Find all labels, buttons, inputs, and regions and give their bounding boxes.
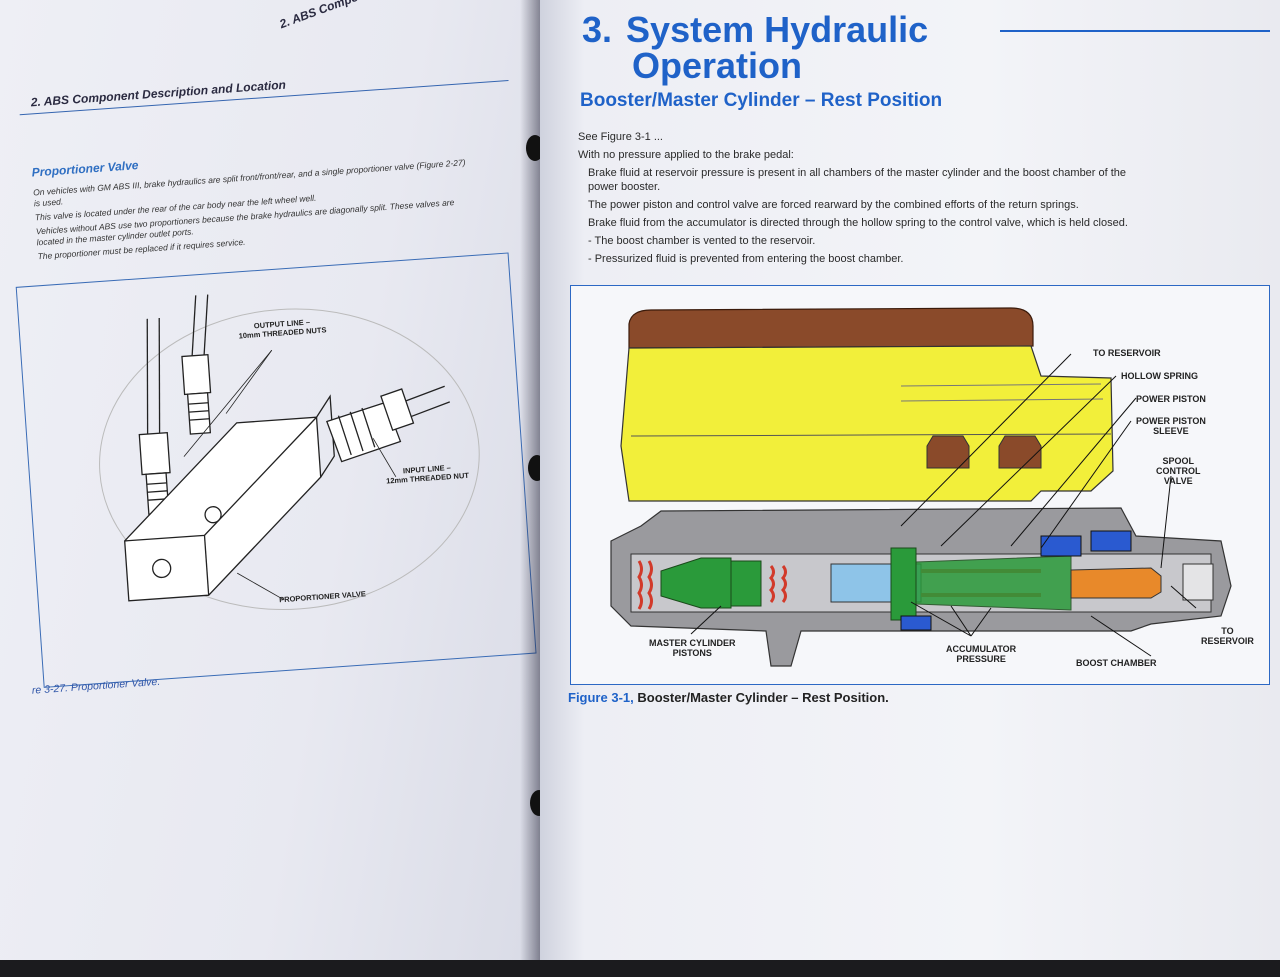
figure-caption: Figure 3-1, Booster/Master Cylinder – Re…: [568, 690, 889, 705]
body-line-8: - Pressurized fluid is prevented from en…: [588, 253, 904, 265]
body-line-6: Brake fluid from the accumulator is dire…: [588, 217, 1128, 229]
booster-rest-heading: Booster/Master Cylinder – Rest Position: [580, 90, 943, 111]
power-piston-sleeve-label: POWER PISTON SLEEVE: [1136, 416, 1206, 436]
proportioner-valve-heading: Proportioner Valve: [31, 158, 139, 180]
proportioner-valve-drawing: [99, 294, 480, 610]
body-line-2: With no pressure applied to the brake pe…: [578, 149, 794, 161]
body-line-7: - The boost chamber is vented to the res…: [588, 235, 816, 247]
master-cylinder-pistons-label: MASTER CYLINDER PISTONS: [649, 638, 736, 658]
body-line-5: The power piston and control valve are f…: [588, 199, 1079, 211]
chapter-number: 3.: [582, 9, 613, 50]
chapter-title-rule: [1000, 30, 1270, 32]
left-page: 2. ABS Component Description and Locatio…: [0, 0, 545, 960]
hollow-spring-label: HOLLOW SPRING: [1121, 371, 1198, 381]
chapter-title: 3. System Hydraulic: [582, 12, 928, 48]
figure-caption-text: Booster/Master Cylinder – Rest Position.: [637, 690, 889, 705]
power-piston-label: POWER PISTON: [1136, 394, 1206, 404]
body-line-1: See Figure 3-1 ...: [578, 131, 663, 143]
left-page-content: 2. ABS Component Description and Locatio…: [0, 0, 588, 977]
body-line-3: Brake fluid at reservoir pressure is pre…: [588, 167, 1127, 179]
accumulator-pressure-label: ACCUMULATOR PRESSURE: [946, 644, 1017, 664]
proportioner-figure-frame: OUTPUT LINE – 10mm THREADED NUTS INPUT L…: [15, 252, 537, 688]
cylinder-cutaway-drawing: [610, 307, 1232, 667]
binding-hole-top: [526, 135, 544, 161]
right-page: 3. System Hydraulic Operation Booster/Mas…: [540, 0, 1280, 960]
spool-control-valve-label: SPOOL CONTROL VALVE: [1156, 456, 1201, 486]
to-reservoir-bottom-label: TO RESERVOIR: [1201, 626, 1254, 646]
body-line-4: power booster.: [588, 181, 661, 193]
figure-number: Figure 3-1,: [568, 690, 634, 705]
to-reservoir-top-label: TO RESERVOIR: [1093, 348, 1161, 358]
booster-master-cylinder-figure: TO RESERVOIR HOLLOW SPRING POWER PISTON …: [570, 285, 1270, 685]
chapter-title-line2: Operation: [632, 45, 803, 86]
left-section-header-top: 2. ABS Component Description and Locatio…: [278, 0, 523, 31]
boost-chamber-label: BOOST CHAMBER: [1076, 658, 1157, 668]
chapter-title-line1: System Hydraulic: [626, 9, 929, 50]
